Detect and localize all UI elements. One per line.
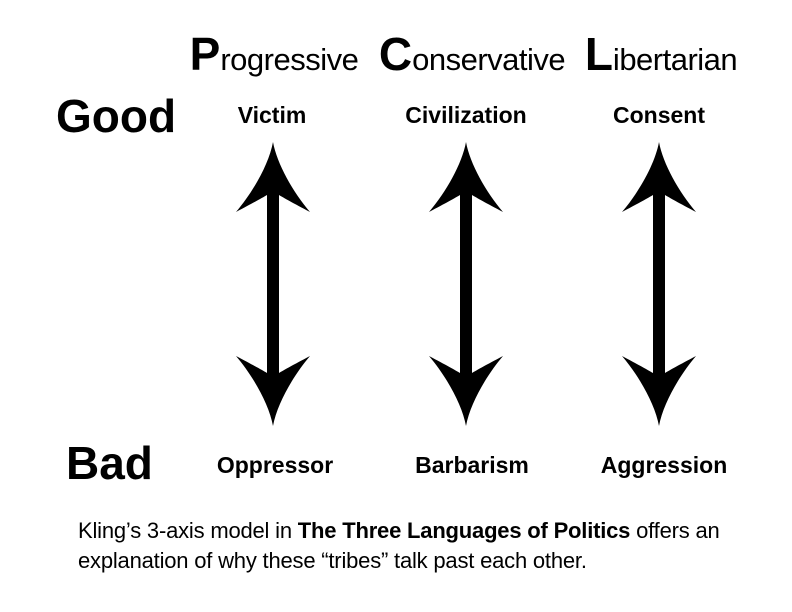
axis-header-conservative: Conservative (378, 28, 566, 92)
axis-header-rest: ibertarian (612, 42, 738, 77)
axis-header-rest: onservative (412, 42, 566, 77)
axis-header-initial: P (189, 28, 221, 80)
bad-label: Bad (66, 437, 153, 489)
caption-line2: explanation of why these “tribes” talk p… (78, 548, 587, 573)
good-label: Good (56, 90, 177, 142)
caption: Kling’s 3-axis model in The Three Langua… (78, 516, 738, 576)
axis-header-rest: rogressive (220, 42, 359, 77)
double-arrow-icon (429, 142, 503, 426)
caption-line1-post: offers an (630, 518, 720, 543)
axis-header-progressive: Progressive (190, 28, 359, 92)
bad-pole-oppressor: Oppressor (216, 452, 334, 478)
axis-header-initial: C (378, 28, 413, 80)
bad-pole-aggression: Aggression (600, 452, 728, 478)
good-pole-civilization: Civilization (405, 102, 527, 128)
good-pole-consent: Consent (613, 102, 705, 128)
good-pole-victim: Victim (237, 102, 307, 128)
double-arrow-icon (236, 142, 310, 426)
caption-book-title: The Three Languages of Politics (297, 518, 631, 543)
caption-line1-pre: Kling’s 3-axis model in (78, 518, 298, 543)
axis-header-libertarian: Libertarian (584, 28, 738, 92)
double-arrow-icon (622, 142, 696, 426)
axis-header-initial: L (584, 28, 613, 80)
bad-pole-barbarism: Barbarism (415, 452, 529, 478)
